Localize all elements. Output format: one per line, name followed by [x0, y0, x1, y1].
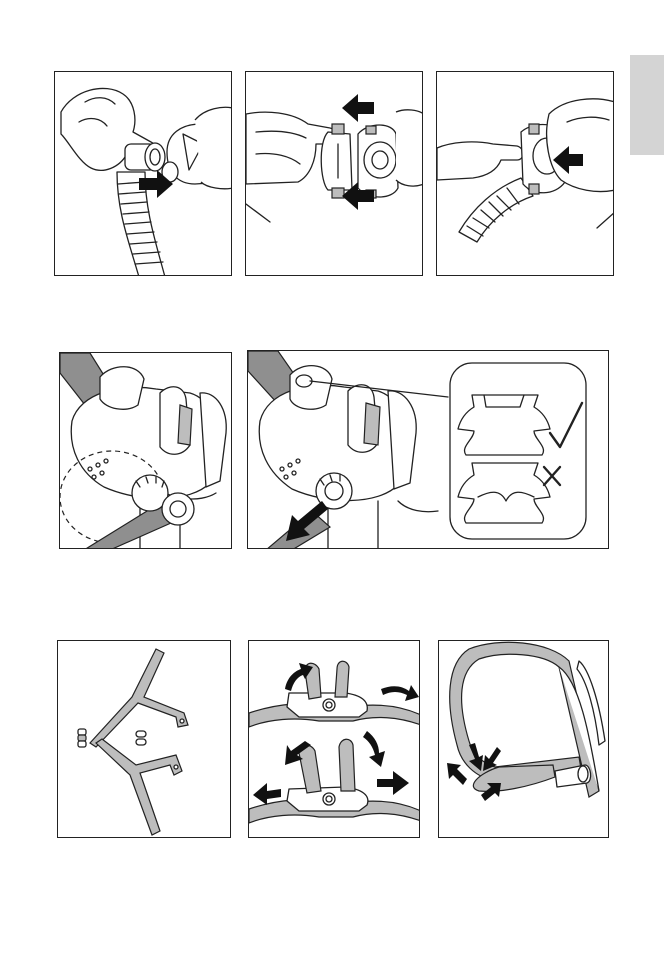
cushion-callout — [450, 363, 586, 539]
figure-squeeze-and-insert — [436, 71, 614, 276]
frame-arm-icon — [96, 739, 182, 835]
frame-icon — [358, 125, 398, 198]
air-tube-icon — [459, 178, 533, 242]
clip-icon — [78, 729, 86, 747]
rotate-arrow-icon — [381, 685, 419, 701]
headgear-strap-icon — [450, 642, 605, 797]
rotate-arrow-icon — [377, 771, 409, 795]
elbow-icon — [321, 124, 352, 198]
section-side-tab — [630, 55, 664, 155]
adjust-arrow-icon — [447, 763, 467, 785]
push-arrow-icon — [342, 94, 374, 122]
frame-icon — [249, 661, 420, 727]
figure-attach-elbow-to-frame — [245, 71, 423, 276]
hand-icon — [396, 110, 423, 186]
rotate-arrow-icon — [363, 731, 385, 767]
clip-icon — [136, 731, 146, 745]
figure-connect-tube-to-elbow — [54, 71, 232, 276]
figure-headgear-clip-attached — [59, 352, 232, 549]
hand-icon — [437, 142, 523, 180]
hand-icon — [195, 107, 232, 188]
figure-frame-disassembled — [57, 640, 231, 838]
swivel-icon — [125, 143, 165, 171]
figure-headgear-strap-adjust — [438, 640, 609, 838]
figure-headgear-clip-removed — [247, 350, 609, 549]
figure-frame-arms-rotate — [248, 640, 420, 838]
